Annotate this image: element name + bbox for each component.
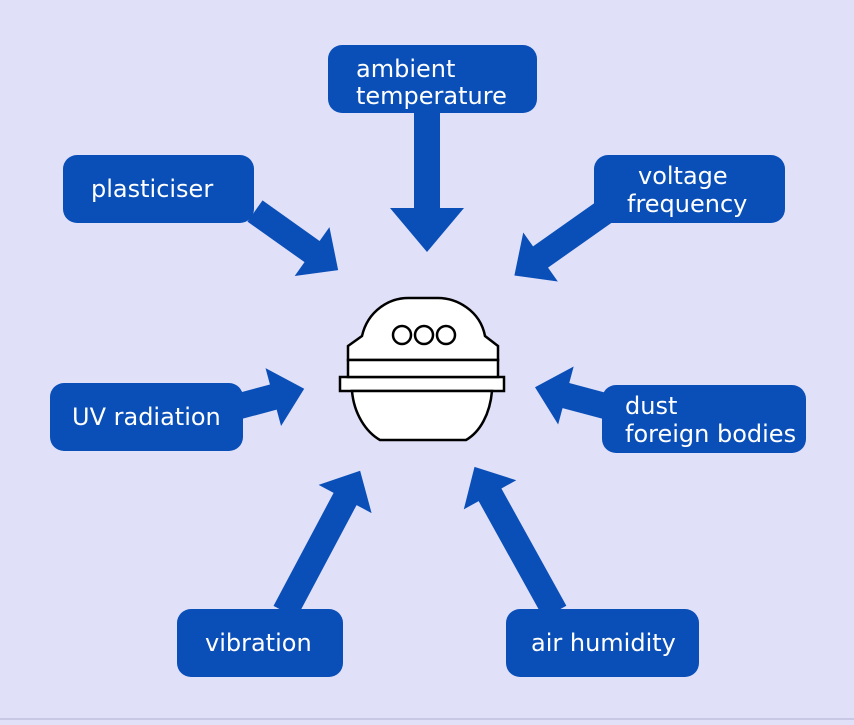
arrows [221,100,624,619]
device-rim [338,375,506,393]
electronic-device-icon [338,296,506,442]
factor-label-line: foreign bodies [625,420,796,448]
factor-label-line: ambient [356,55,455,83]
arrow-dust-foreign-bodies [534,366,624,425]
factor-label-line: temperature [356,82,507,110]
factor-box-uv-radiation: UV radiation [50,383,243,451]
device-bowl [350,389,494,442]
arrow-vibration [273,470,372,619]
factor-label-line: vibration [205,629,312,657]
factor-label-line: dust [625,392,677,420]
indicator-light [435,324,457,346]
factor-box-dust-foreign-bodies: dust foreign bodies [602,385,806,453]
factor-label-line: frequency [627,190,747,218]
device-band [346,358,500,379]
indicator-light [413,324,435,346]
indicator-light [391,324,413,346]
factor-box-voltage-frequency: voltage frequency [594,155,785,223]
factor-label-line: UV radiation [72,403,221,431]
factor-label-line: air humidity [531,629,676,657]
factor-box-plasticiser: plasticiser [63,155,254,223]
factor-box-air-humidity: air humidity [506,609,699,677]
factor-box-vibration: vibration [177,609,343,677]
arrow-plasticiser [247,200,339,277]
factor-box-ambient-temperature: ambient temperature [328,45,537,113]
arrow-air-humidity [463,466,567,619]
arrow-ambient-temperature [390,100,464,252]
arrow-voltage-frequency [514,197,618,282]
factor-label-line: plasticiser [91,175,213,203]
factor-label-line: voltage [638,162,728,190]
